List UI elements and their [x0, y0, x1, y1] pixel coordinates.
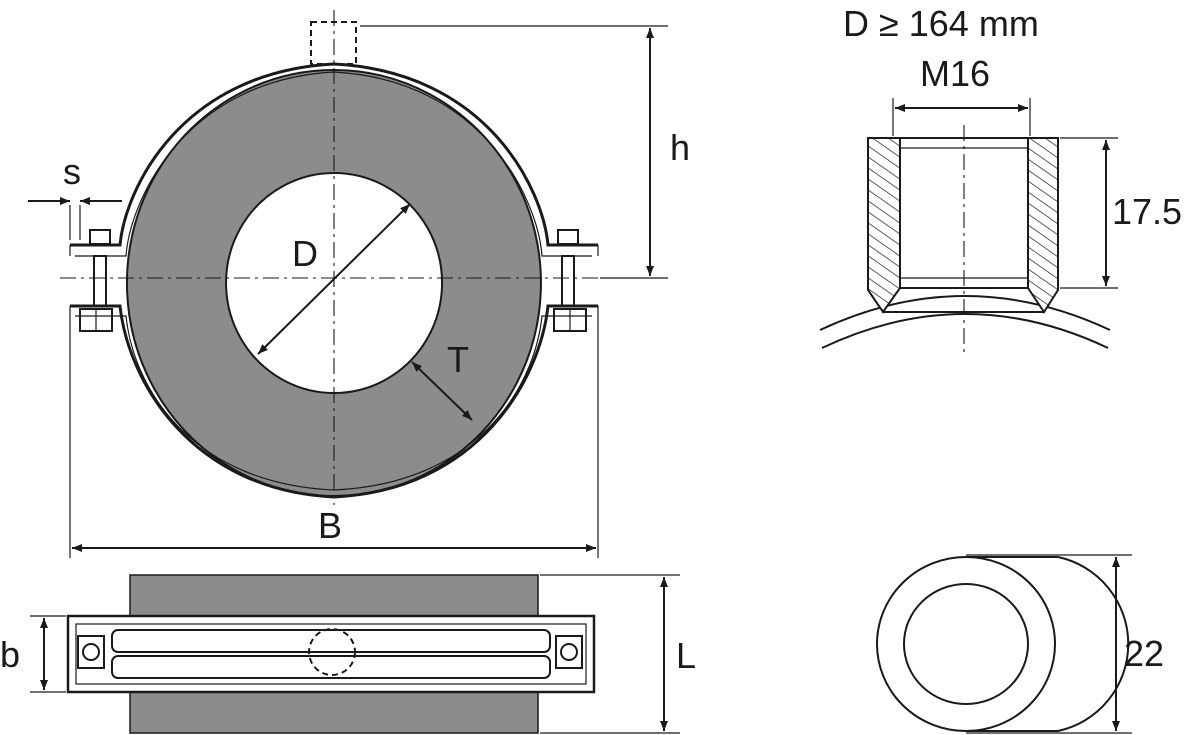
- side-view: b L: [0, 574, 696, 734]
- boss-hidden-side: [308, 628, 356, 676]
- clamp-band-side: [66, 614, 596, 694]
- label-T: T: [447, 339, 469, 380]
- label-condition: D ≥ 164 mm: [843, 3, 1039, 44]
- label-b: b: [0, 634, 20, 675]
- washer-detail: 22: [876, 554, 1164, 734]
- label-washer-size: 22: [1124, 633, 1164, 674]
- left-bolt: [79, 229, 113, 332]
- front-view: h D T s B: [28, 10, 690, 558]
- label-h: h: [670, 127, 690, 168]
- label-L: L: [676, 635, 696, 676]
- washer-inner: [903, 583, 1029, 705]
- label-thread: M16: [920, 53, 990, 94]
- right-bolt: [553, 229, 587, 332]
- label-nut-height: 17.5: [1112, 191, 1182, 232]
- nut-wall-right: [1027, 137, 1059, 314]
- nut-detail: D ≥ 164 mm M16 17.5: [819, 3, 1182, 352]
- clamp-band-upper: [70, 62, 598, 247]
- label-B: B: [318, 505, 342, 546]
- label-D: D: [292, 233, 318, 274]
- nut-wall-left: [867, 137, 901, 314]
- label-s: s: [63, 151, 81, 192]
- washer-outer: [876, 556, 1056, 732]
